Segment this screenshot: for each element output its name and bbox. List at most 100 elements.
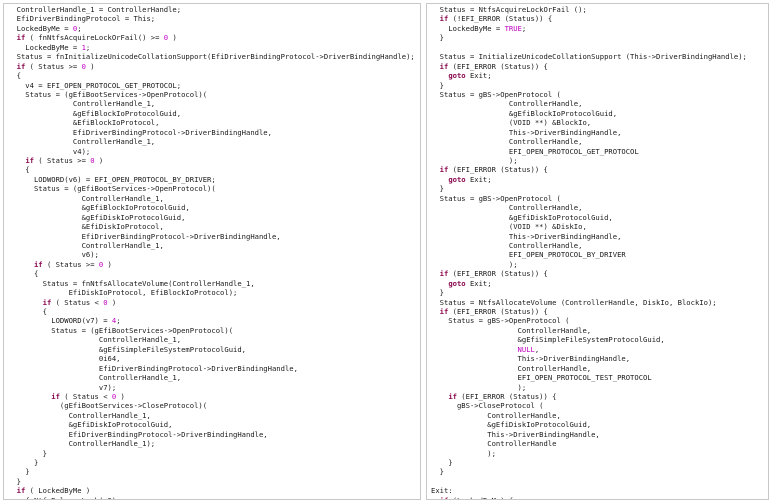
code-line: Status = gBS->OpenProtocol ( xyxy=(431,316,768,325)
code-token xyxy=(8,62,17,71)
code-keyword: if xyxy=(42,297,52,307)
code-line: LODWORD(v7) = 4; xyxy=(8,316,420,325)
code-token: v6); xyxy=(8,250,99,260)
code-token: LockedByMe = xyxy=(8,42,82,52)
code-line: ControllerHandle_1, xyxy=(8,411,420,420)
code-line: &gEfiDiskIoProtocolGuid, xyxy=(431,420,768,429)
code-line: Status = fnNtfsAllocateVolume(Controller… xyxy=(8,279,420,288)
source-code-listing: Status = NtfsAcquireLockOrFail (); if (!… xyxy=(427,4,768,499)
code-token: (EFI_ERROR (Status)) { xyxy=(448,307,548,316)
code-token: EfiDriverBindingProtocol->DriverBindingH… xyxy=(8,127,272,137)
code-token xyxy=(431,279,448,288)
code-line: EFI_OPEN_PROTOCOL_GET_PROTOCOL xyxy=(431,147,768,156)
code-line: Status = NtfsAcquireLockOrFail (); xyxy=(431,5,768,14)
code-line: fnNtfsReleaseLock(v3); xyxy=(8,496,420,499)
code-line: if ( Status >= 0 ) xyxy=(8,62,420,71)
code-token: } xyxy=(8,448,47,458)
code-token: } xyxy=(431,458,453,467)
code-line: &gEfiDiskIoProtocolGuid, xyxy=(8,213,420,222)
code-token: ; xyxy=(85,42,91,52)
code-token xyxy=(431,71,448,80)
code-token: &EfiBlockIoProtocol, xyxy=(8,118,160,128)
code-token: ControllerHandle, xyxy=(431,99,583,109)
code-token: LockedByMe = xyxy=(8,23,73,33)
code-token: ControllerHandle, xyxy=(431,410,561,420)
code-token: gBS->CloseProtocol ( xyxy=(431,401,544,411)
code-line: if ( Status >= 0 ) xyxy=(8,156,420,165)
code-line: ControllerHandle_1, xyxy=(8,335,420,344)
code-token: Status = fnNtfsAllocateVolume(Controller… xyxy=(8,278,255,288)
code-token xyxy=(8,486,17,495)
code-keyword: if xyxy=(439,269,449,279)
code-keyword: goto xyxy=(448,71,466,81)
code-token: , xyxy=(534,344,540,354)
code-line: ControllerHandle, xyxy=(431,364,768,373)
code-token xyxy=(431,307,440,316)
code-keyword: if xyxy=(51,391,60,401)
code-line: } xyxy=(431,33,768,42)
code-line: LockedByMe = TRUE; xyxy=(431,24,768,33)
code-line: gBS->CloseProtocol ( xyxy=(431,401,768,410)
code-token: ControllerHandle_1); xyxy=(8,439,156,449)
code-token: Exit: xyxy=(431,486,453,496)
code-token xyxy=(431,496,440,499)
code-line xyxy=(431,43,768,52)
code-line: This->DriverBindingHandle, xyxy=(431,354,768,363)
code-token: ); xyxy=(431,448,496,458)
code-token: v4); xyxy=(8,146,91,156)
code-token: (gEfiBootServices->CloseProtocol)( xyxy=(8,401,208,411)
code-token: ControllerHandle, xyxy=(431,203,583,213)
code-token: ) xyxy=(103,259,112,269)
code-line: { xyxy=(8,165,420,174)
code-line: (VOID **) &BlockIo, xyxy=(431,118,768,127)
code-token: ) xyxy=(85,61,95,71)
code-line: Status = (gEfiBootServices->OpenProtocol… xyxy=(8,184,420,193)
code-token: ControllerHandle_1, xyxy=(8,335,182,345)
code-token: } xyxy=(431,33,444,43)
code-line: if ( Status < 0 ) xyxy=(8,298,420,307)
code-line: &EfiBlockIoProtocol, xyxy=(8,118,420,127)
code-token xyxy=(431,269,440,278)
code-keyword: if xyxy=(33,259,43,269)
code-line: ControllerHandle_1); xyxy=(8,439,420,448)
code-token xyxy=(8,392,51,401)
code-token: ControllerHandle_1, xyxy=(8,240,164,250)
code-token: EfiDriverBindingProtocol = This; xyxy=(8,14,156,24)
code-line: &gEfiDiskIoProtocolGuid, xyxy=(431,213,768,222)
code-line: EfiDriverBindingProtocol->DriverBindingH… xyxy=(8,128,420,137)
code-token: 0i64, xyxy=(8,354,121,364)
code-token: Status = gBS->OpenProtocol ( xyxy=(431,316,570,326)
code-line: This->DriverBindingHandle, xyxy=(431,232,768,241)
code-line: &gEfiBlockIoProtocolGuid, xyxy=(8,203,420,212)
code-token: ControllerHandle, xyxy=(431,137,583,147)
code-line: EFI_OPEN_PROTOCOL_TEST_PROTOCOL xyxy=(431,373,768,382)
code-keyword: if xyxy=(448,391,457,401)
code-token: &gEfiDiskIoProtocolGuid, xyxy=(431,212,613,222)
code-line: } xyxy=(8,467,420,476)
code-token: EfiDriverBindingProtocol->DriverBindingH… xyxy=(8,231,281,241)
code-token: ; xyxy=(521,23,527,33)
code-line: ); xyxy=(431,383,768,392)
code-literal: 0 xyxy=(98,259,104,269)
code-token: LODWORD(v7) = xyxy=(8,316,112,326)
code-line: ControllerHandle, xyxy=(431,241,768,250)
code-line: v4); xyxy=(8,147,420,156)
code-token: ControllerHandle, xyxy=(431,325,592,335)
code-token: Status = (gEfiBootServices->OpenProtocol… xyxy=(8,89,208,99)
code-line: } xyxy=(431,467,768,476)
code-line: &gEfiDiskIoProtocolGuid, xyxy=(8,420,420,429)
code-token: &gEfiDiskIoProtocolGuid, xyxy=(431,420,592,430)
code-token: ) xyxy=(116,391,125,401)
code-line: &gEfiSimpleFileSystemProtocolGuid, xyxy=(8,345,420,354)
code-line: ); xyxy=(431,449,768,458)
code-token: EfiDriverBindingProtocol->DriverBindingH… xyxy=(8,363,298,373)
code-line: ControllerHandle, xyxy=(431,326,768,335)
code-token: } xyxy=(431,288,444,298)
code-keyword: if xyxy=(439,307,449,316)
code-keyword: goto xyxy=(448,174,466,184)
code-token: ) xyxy=(107,297,117,307)
code-token: (EFI_ERROR (Status)) { xyxy=(448,165,548,175)
code-token: ControllerHandle xyxy=(431,439,557,449)
code-keyword: if xyxy=(16,33,26,43)
decompiled-code-listing: ControllerHandle_1 = ControllerHandle; E… xyxy=(4,4,420,499)
